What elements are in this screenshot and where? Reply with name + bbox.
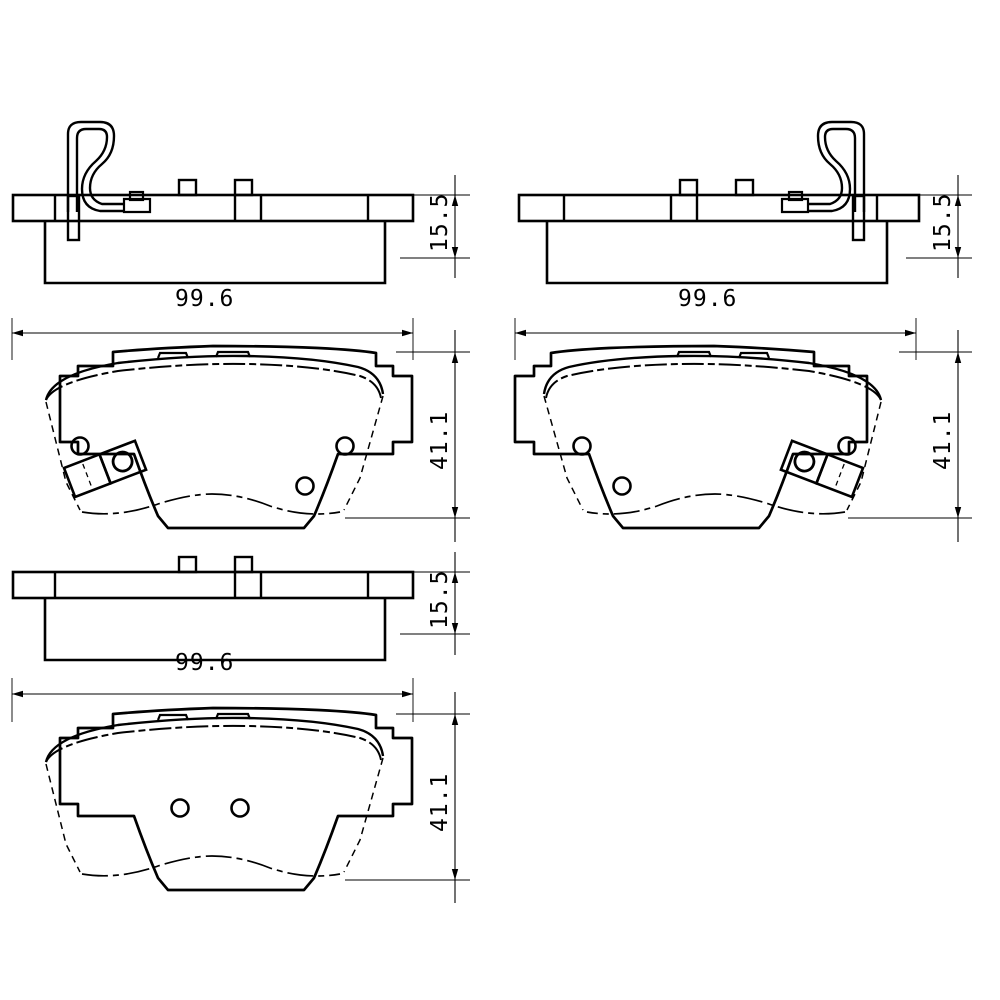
dimension-label-width-mid-left: 99.6 [175,650,234,676]
mounting-hole [335,436,355,456]
mounting-hole [170,798,190,818]
dimension-label-height-mid-right: 41.1 [930,411,956,470]
face-view-right: 41.1 [513,318,972,542]
dimension-label-thickness-mid-left: 15.5 [427,570,453,629]
dimension-label-width-top-right: 99.6 [678,286,737,312]
sensor-hole [111,450,134,473]
dimension-thickness-top-right: 15.5 [906,175,972,278]
dimension-width-mid-right [514,318,917,360]
mounting-hole [572,436,592,456]
dimension-label-height-bottom-left: 41.1 [427,773,453,832]
wear-sensor-bracket [62,439,148,499]
dimension-label-width-top-left: 99.6 [175,286,234,312]
dimension-label-thickness-top-left: 15.5 [427,193,453,252]
side-view-right-top: 15.5 99.6 [517,120,972,312]
dimension-height-mid-left: 41.1 [345,330,470,542]
mounting-hole [612,476,632,496]
dimension-label-height-mid-left: 41.1 [427,411,453,470]
mounting-hole [70,436,90,456]
side-view-left-top: 15.5 99.6 [11,120,470,312]
sensor-hole [793,450,816,473]
side-view-plain: 15.5 99.6 [11,552,470,676]
dimension-height-mid-right: 41.1 [848,330,972,542]
face-view-left: 41.1 [11,318,470,542]
wear-sensor-bracket [779,439,865,499]
dimension-thickness-mid-left: 15.5 [400,552,470,655]
dimension-label-thickness-top-right: 15.5 [930,193,956,252]
mounting-hole [230,798,250,818]
dimension-thickness-top-left: 15.5 [400,175,470,278]
dimension-width-mid-left [11,318,414,360]
mounting-hole [837,436,857,456]
dimension-width-bottom-left [11,678,414,722]
face-view-plain: 41.1 [11,678,470,903]
mounting-hole [295,476,315,496]
dimension-height-bottom-left: 41.1 [345,692,470,903]
